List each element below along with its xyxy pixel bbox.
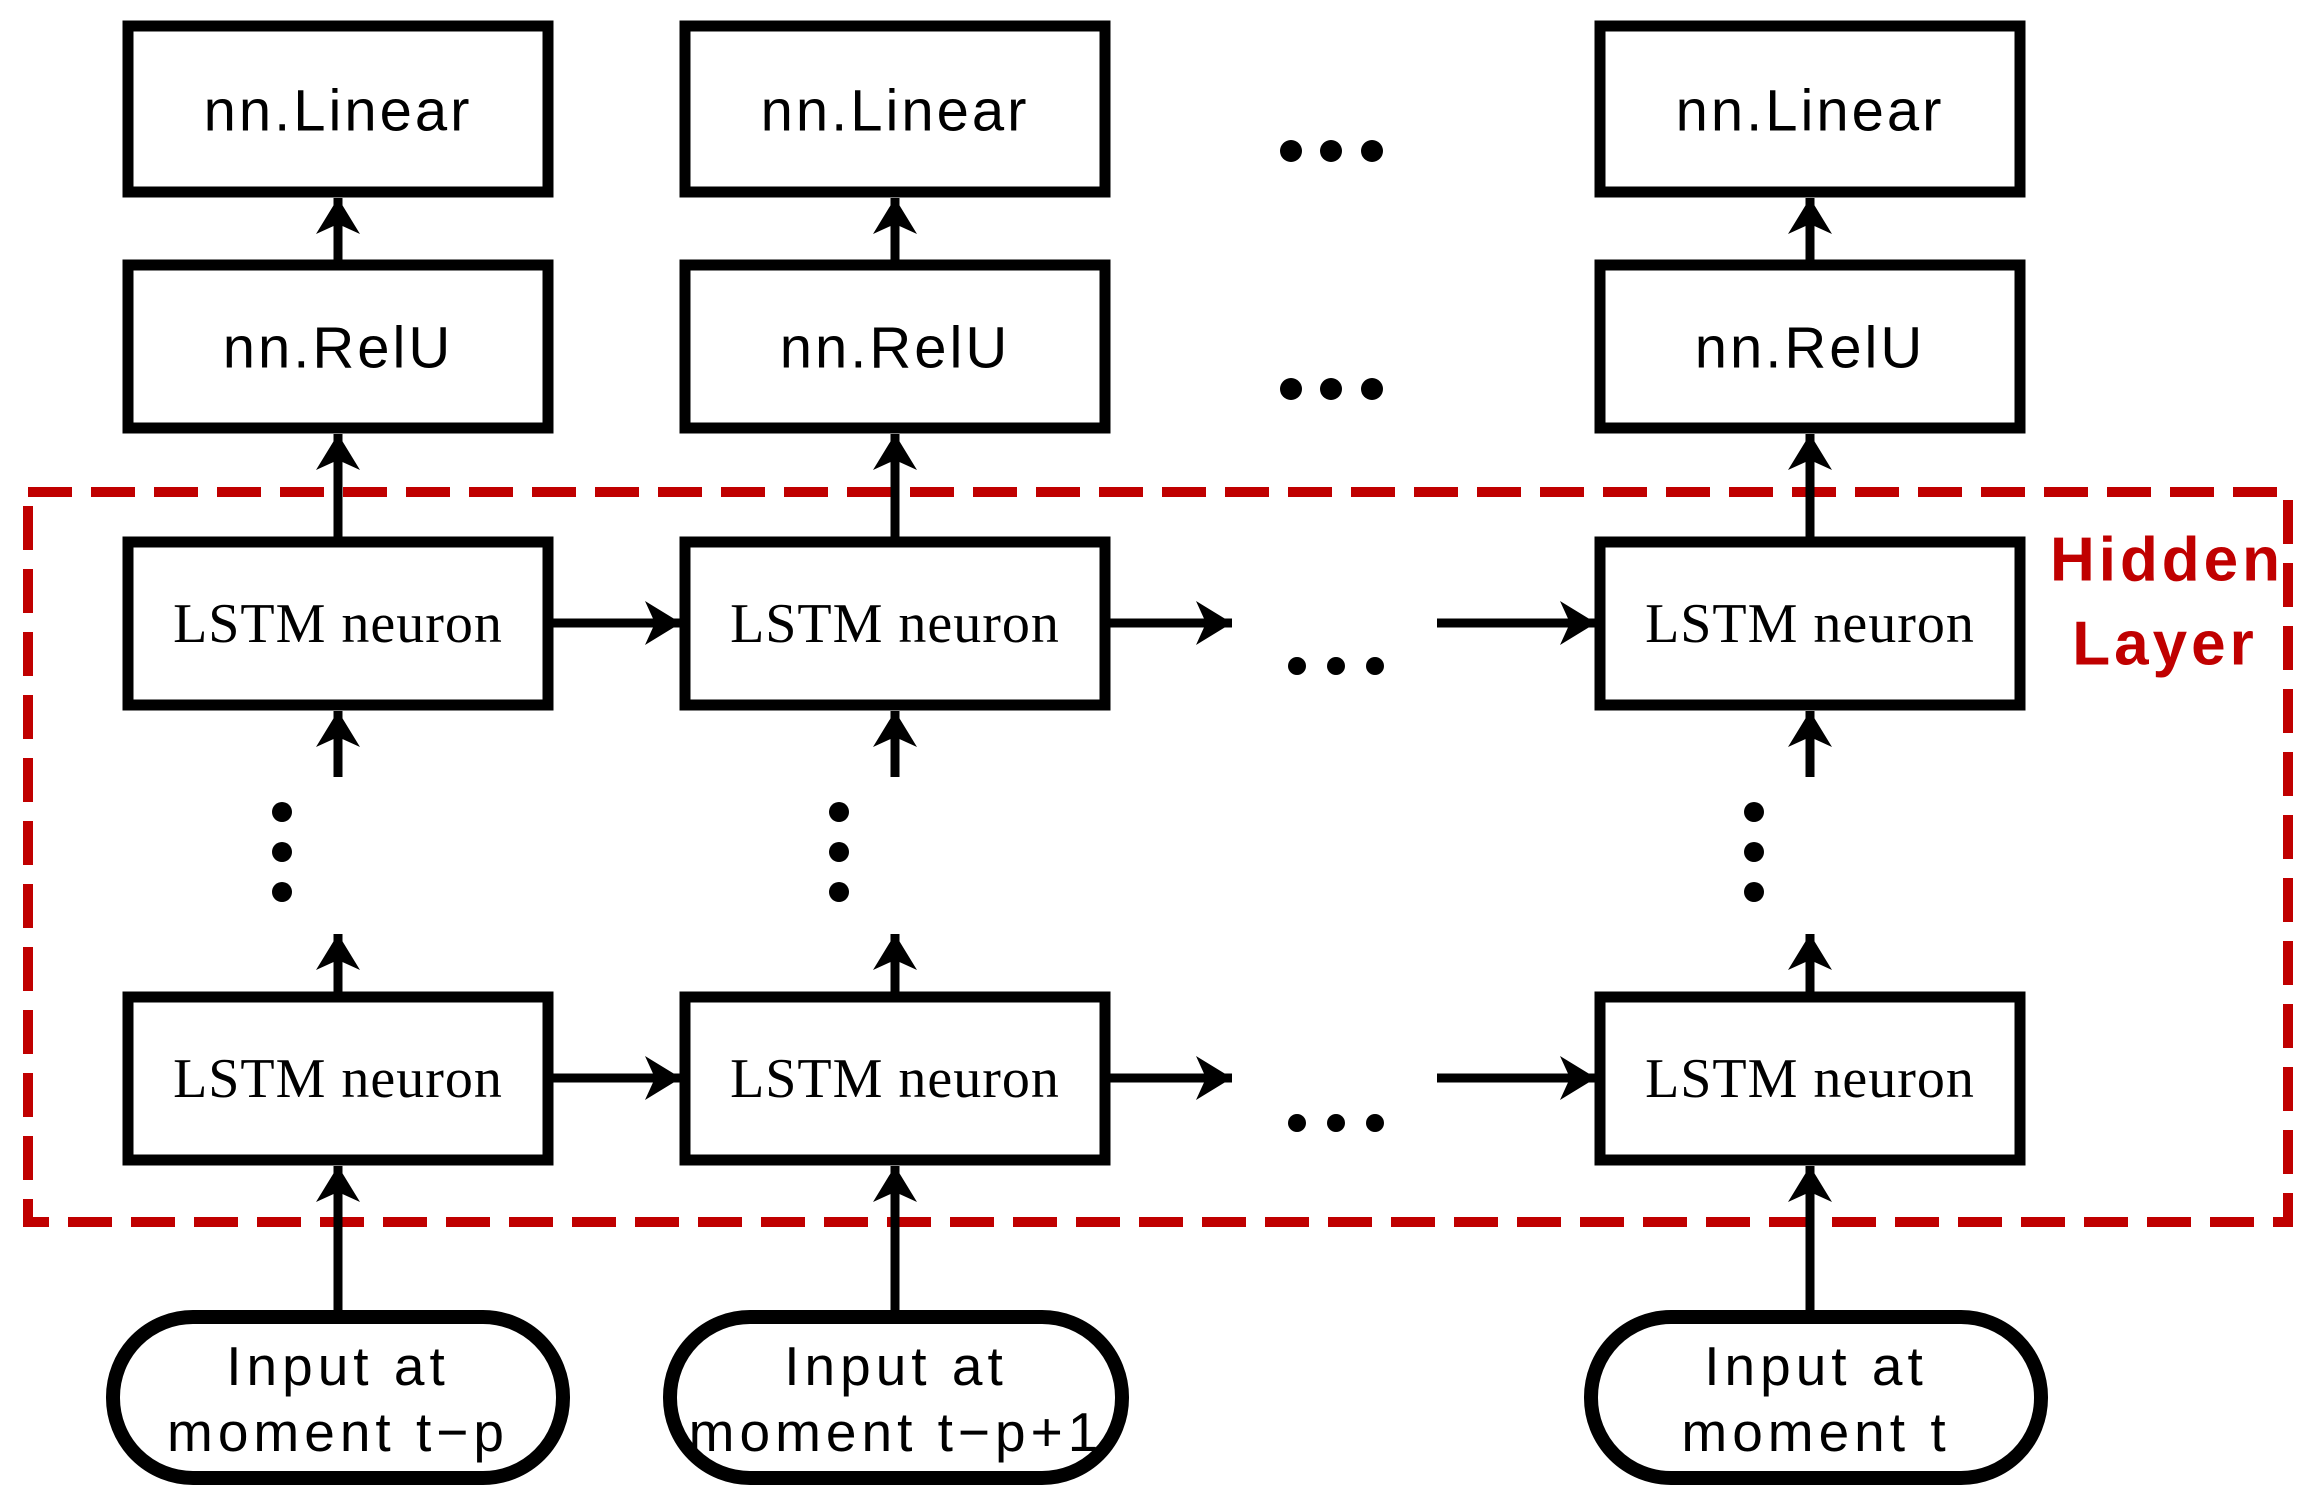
vertical-ellipsis-dots xyxy=(829,802,849,902)
relu-row-ellipsis-dots xyxy=(1280,378,1383,400)
column-t: nn.Linear nn.RelU LSTM neuron LSTM neuro… xyxy=(1584,20,2048,1485)
hidden-layer-label-line1: Hidden xyxy=(2050,526,2284,595)
input-label-line1: Input at xyxy=(784,1335,1007,1397)
lstm-row-bottom-connections xyxy=(548,1056,1596,1132)
relu-label: nn.RelU xyxy=(223,316,454,381)
input-label-line1: Input at xyxy=(226,1335,449,1397)
column-t-p-plus-1: nn.Linear nn.RelU LSTM neuron LSTM neuro… xyxy=(663,20,1129,1485)
linear-box xyxy=(679,20,1111,198)
input-label-line2: moment t xyxy=(1681,1401,1950,1463)
vertical-ellipsis-dots xyxy=(1744,802,1764,902)
input-label-line2: moment t−p+1 xyxy=(689,1401,1104,1463)
hidden-layer-label-line2: Layer xyxy=(2072,610,2257,679)
relu-label: nn.RelU xyxy=(1695,316,1926,381)
column-t-p: nn.Linear nn.RelU LSTM neuron LSTM neuro… xyxy=(106,20,570,1485)
lstm-row-top-connections xyxy=(548,601,1596,675)
horizontal-ellipsis-dots xyxy=(1288,1114,1384,1132)
lstm-bottom-label: LSTM neuron xyxy=(730,1048,1060,1110)
linear-label: nn.Linear xyxy=(1676,79,1945,144)
horizontal-ellipsis-dots xyxy=(1288,657,1384,675)
lstm-bottom-label: LSTM neuron xyxy=(1645,1048,1975,1110)
lstm-top-label: LSTM neuron xyxy=(730,593,1060,655)
relu-label: nn.RelU xyxy=(780,316,1011,381)
vertical-ellipsis-dots xyxy=(272,802,292,902)
input-node xyxy=(1584,1310,2048,1485)
lstm-bottom-box xyxy=(1594,991,2026,1166)
hidden-layer-label: Hidden Layer xyxy=(2050,526,2284,679)
relu-box xyxy=(122,259,554,434)
linear-box xyxy=(1594,20,2026,198)
input-label-line1: Input at xyxy=(1704,1335,1927,1397)
lstm-top-label: LSTM neuron xyxy=(173,593,503,655)
linear-label: nn.Linear xyxy=(204,79,473,144)
input-node xyxy=(663,1310,1129,1485)
linear-label: nn.Linear xyxy=(761,79,1030,144)
input-node xyxy=(106,1310,570,1485)
linear-box xyxy=(122,20,554,198)
relu-box xyxy=(679,259,1111,434)
hidden-layer-dashed-box xyxy=(23,487,2293,1227)
lstm-top-label: LSTM neuron xyxy=(1645,593,1975,655)
input-label-line2: moment t−p xyxy=(167,1401,509,1463)
lstm-bottom-label: LSTM neuron xyxy=(173,1048,503,1110)
linear-row-ellipsis-dots xyxy=(1280,140,1383,162)
